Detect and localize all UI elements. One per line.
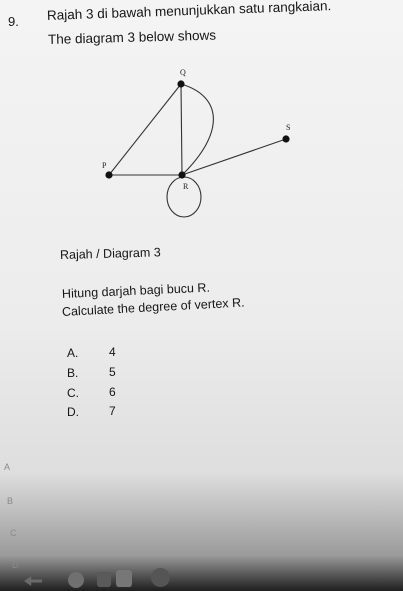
gallery-icon[interactable] bbox=[116, 570, 132, 587]
question-number: 9. bbox=[8, 14, 19, 29]
edge-q-r-curved bbox=[180, 83, 214, 176]
option-d-label[interactable]: D. bbox=[67, 405, 79, 419]
vertex-r bbox=[178, 171, 186, 179]
option-a-label[interactable]: A. bbox=[67, 346, 79, 360]
side-letter-c: C bbox=[10, 528, 17, 538]
option-b-value[interactable]: 5 bbox=[109, 365, 116, 379]
edge-p-q bbox=[108, 83, 182, 176]
option-a-value[interactable]: 4 bbox=[109, 345, 116, 359]
label-r: R bbox=[183, 182, 189, 191]
side-letter-a: A bbox=[4, 462, 11, 472]
edge-r-s bbox=[181, 138, 287, 176]
option-d-value[interactable]: 7 bbox=[109, 404, 116, 418]
side-letter-b: B bbox=[7, 496, 14, 506]
side-letter-d: D bbox=[12, 560, 19, 570]
taskbar bbox=[0, 560, 403, 591]
back-arrow-icon[interactable] bbox=[24, 576, 42, 586]
vertex-p bbox=[105, 171, 113, 179]
label-p: P bbox=[102, 161, 107, 170]
vertex-q bbox=[177, 80, 185, 88]
edge-q-r bbox=[180, 83, 183, 176]
option-c-value[interactable]: 6 bbox=[109, 385, 116, 399]
diagram-caption: Rajah / Diagram 3 bbox=[59, 245, 161, 262]
photo-icon[interactable] bbox=[97, 572, 111, 587]
option-b-label[interactable]: B. bbox=[67, 366, 79, 380]
chrome-icon[interactable] bbox=[151, 568, 170, 587]
globe-icon[interactable] bbox=[68, 572, 84, 588]
label-s: S bbox=[286, 123, 290, 132]
option-c-label[interactable]: C. bbox=[67, 386, 79, 400]
vertex-s bbox=[282, 135, 290, 143]
label-q: Q bbox=[180, 68, 186, 77]
